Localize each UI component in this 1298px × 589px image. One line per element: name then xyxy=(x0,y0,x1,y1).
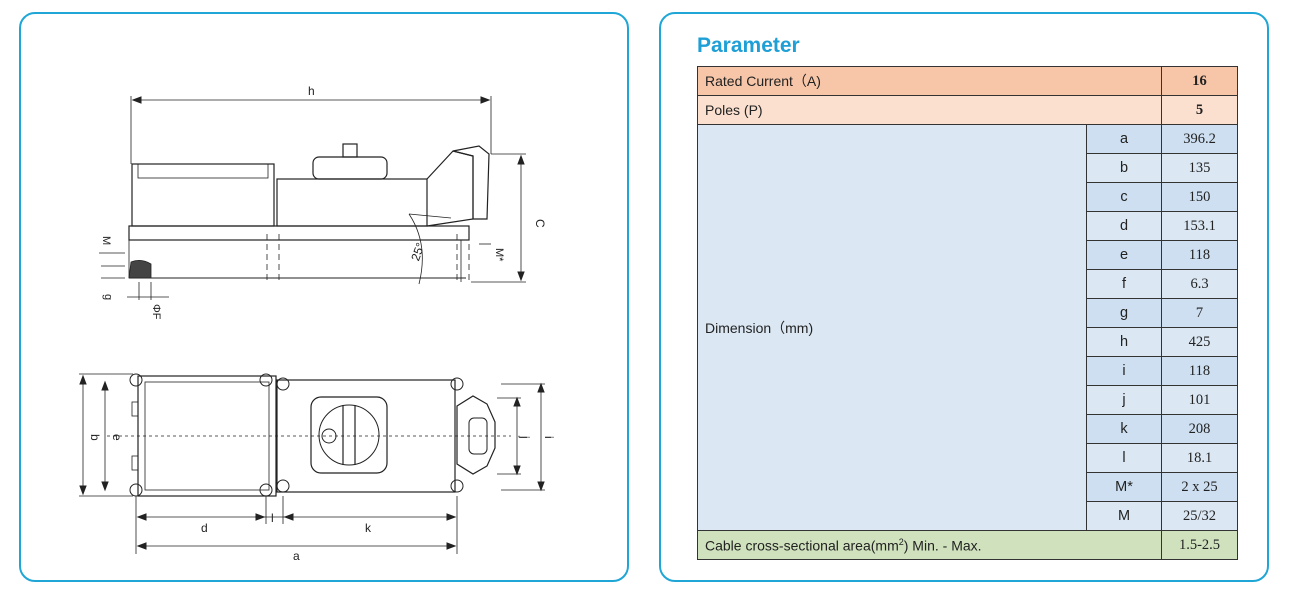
dimension-key: c xyxy=(1086,182,1162,212)
dimension-value: 2 x 25 xyxy=(1161,472,1238,502)
cable-label-suffix: ) Min. - Max. xyxy=(903,537,982,554)
cable-label-text: Cable cross-sectional area(mm xyxy=(705,537,899,554)
label-j: j xyxy=(518,435,532,439)
label-g: g xyxy=(102,294,114,300)
label-e: e xyxy=(110,434,124,441)
rated-current-row: Rated Current（A) 16 xyxy=(697,66,1238,96)
rated-current-label: Rated Current（A) xyxy=(697,66,1162,96)
dimension-value: 135 xyxy=(1161,153,1238,183)
dimension-value: 118 xyxy=(1161,240,1238,270)
label-i: i xyxy=(542,436,556,439)
cable-value: 1.5-2.5 xyxy=(1161,530,1238,560)
dimension-key: g xyxy=(1086,298,1162,328)
parameter-panel: Parameter Rated Current（A) 16 Poles (P) … xyxy=(659,12,1269,582)
dimension-key: e xyxy=(1086,240,1162,270)
dimension-key: a xyxy=(1086,124,1162,154)
label-m: M xyxy=(100,236,112,245)
dimension-key: k xyxy=(1086,414,1162,444)
parameter-title: Parameter xyxy=(697,34,800,57)
cable-label: Cable cross-sectional area(mm2) Min. - M… xyxy=(697,530,1162,560)
dimension-value: 101 xyxy=(1161,385,1238,415)
dimension-key: b xyxy=(1086,153,1162,183)
poles-value: 5 xyxy=(1161,95,1238,125)
dimension-value: 7 xyxy=(1161,298,1238,328)
parameter-table: Rated Current（A) 16 Poles (P) 5 Dimensio… xyxy=(697,66,1238,560)
label-d: d xyxy=(201,521,208,535)
dimension-value: 150 xyxy=(1161,182,1238,212)
dimension-value: 396.2 xyxy=(1161,124,1238,154)
dimension-value: 6.3 xyxy=(1161,269,1238,299)
label-angle: 25° xyxy=(408,241,427,263)
dimension-key: j xyxy=(1086,385,1162,415)
cable-row: Cable cross-sectional area(mm2) Min. - M… xyxy=(697,530,1238,560)
rated-current-value: 16 xyxy=(1161,66,1238,96)
dimension-label: Dimension（mm) xyxy=(697,124,1087,531)
dimension-key: f xyxy=(1086,269,1162,299)
dimension-value: 153.1 xyxy=(1161,211,1238,241)
dimension-key: d xyxy=(1086,211,1162,241)
label-k: k xyxy=(365,521,372,535)
label-phi-f: ΦF xyxy=(150,304,162,320)
label-a: a xyxy=(293,549,300,563)
dimension-value: 425 xyxy=(1161,327,1238,357)
top-view: b e j i xyxy=(79,373,556,563)
dimension-value: 18.1 xyxy=(1161,443,1238,473)
poles-row: Poles (P) 5 xyxy=(697,95,1238,125)
technical-drawing: h 25° xyxy=(79,84,556,563)
side-view: h 25° xyxy=(99,84,547,320)
dimension-key: h xyxy=(1086,327,1162,357)
dimension-value: 25/32 xyxy=(1161,501,1238,531)
label-c: C xyxy=(533,219,547,228)
dimension-key: M* xyxy=(1086,472,1162,502)
drawing-panel: h 25° xyxy=(19,12,629,582)
label-b: b xyxy=(88,434,102,441)
dimension-value: 118 xyxy=(1161,356,1238,386)
label-h: h xyxy=(308,84,315,98)
poles-label: Poles (P) xyxy=(697,95,1162,125)
label-m-star: M* xyxy=(493,248,505,262)
dimension-key: l xyxy=(1086,443,1162,473)
dimension-value: 208 xyxy=(1161,414,1238,444)
dimension-key: i xyxy=(1086,356,1162,386)
dimension-key: M xyxy=(1086,501,1162,531)
label-l: l xyxy=(271,511,274,525)
cable-label-superscript: 2 xyxy=(898,536,904,547)
